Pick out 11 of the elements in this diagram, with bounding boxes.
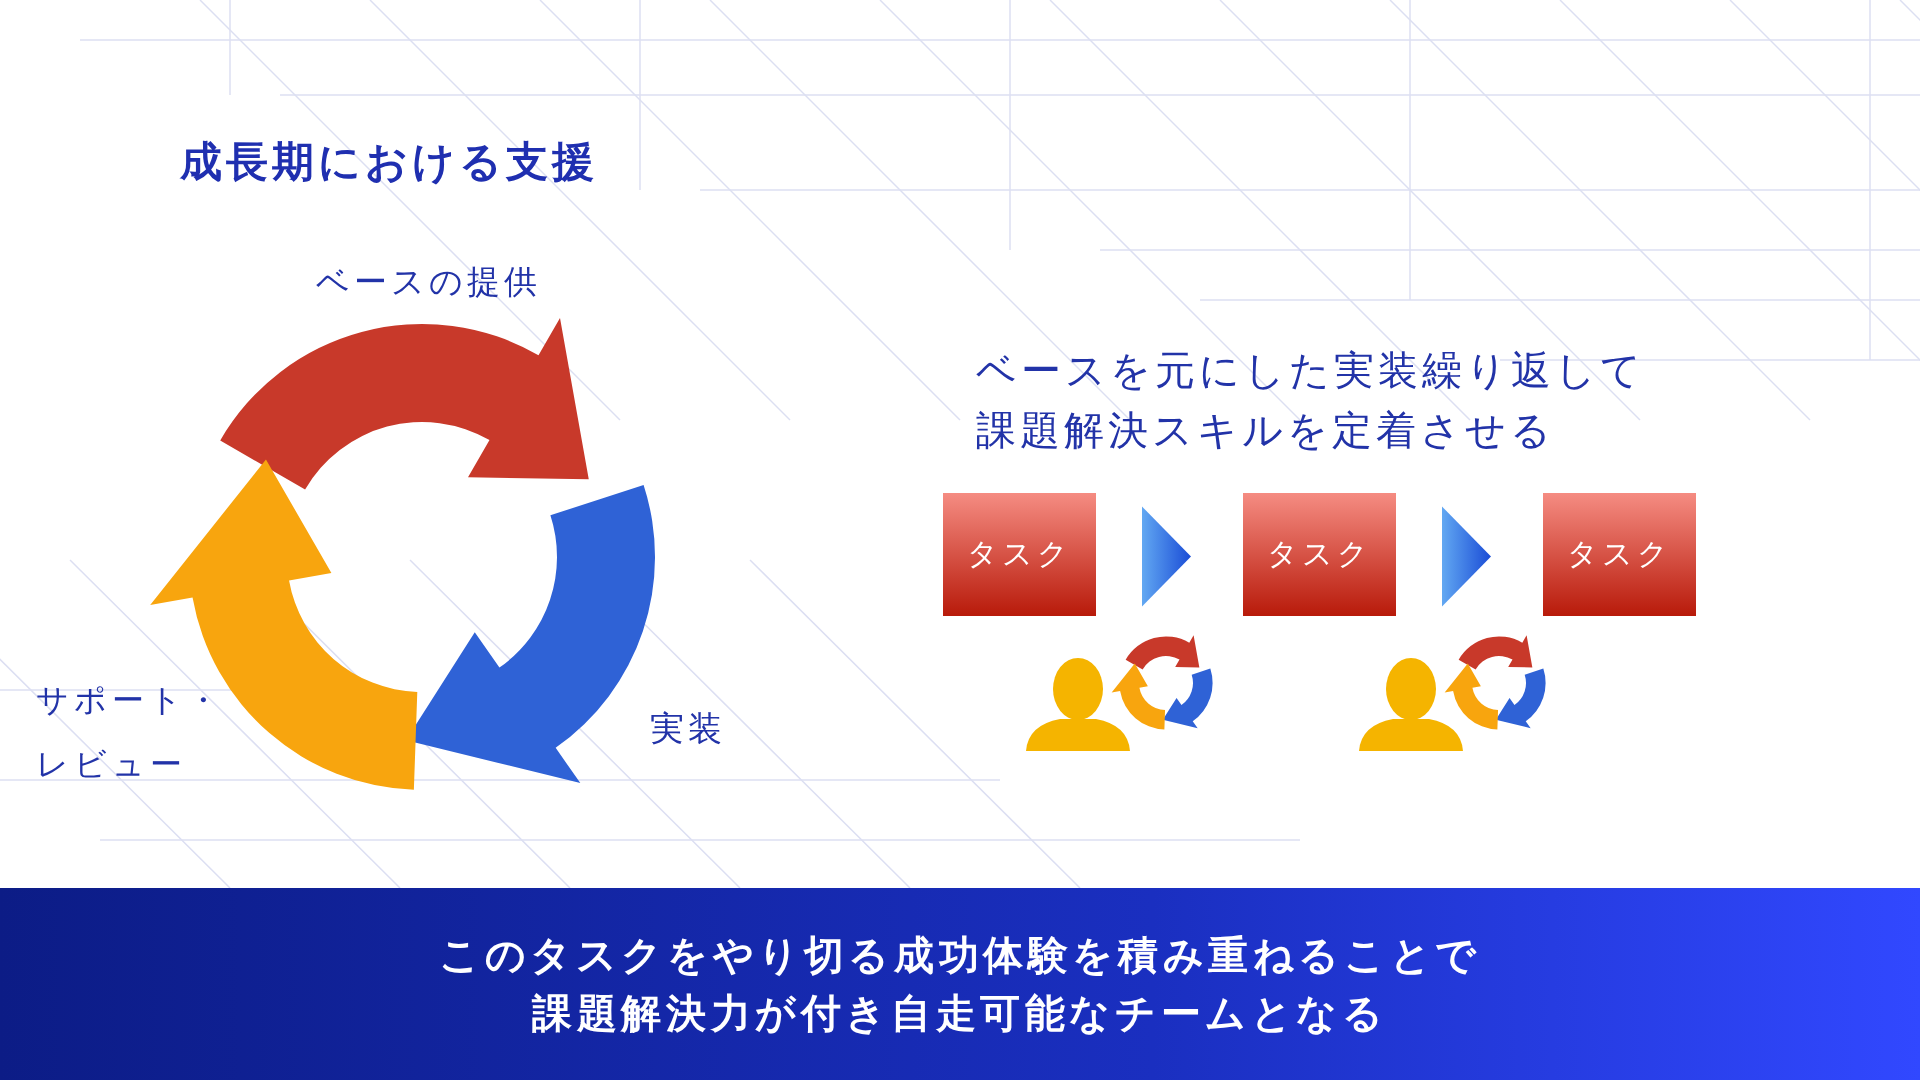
heading-text: ベースを元にした実装繰り返して課題解決スキルを定着させる	[976, 346, 1646, 455]
chevron-arrow	[1142, 506, 1191, 607]
message-banner: このタスクをやり切る成功体験を積み重ねることで課題解決力が付き自走可能なチームとなる	[0, 888, 1920, 1080]
cycle-label: ベースの提供	[316, 261, 541, 303]
chevron-arrow	[1442, 506, 1491, 607]
cycle-label: 実装	[650, 707, 726, 750]
task-box: タスク	[943, 493, 1096, 616]
task-box: タスク	[1243, 493, 1396, 616]
title: 成長期における支援	[180, 136, 598, 188]
cycle-label: サポート・レビュー	[36, 680, 225, 785]
task-box: タスク	[1543, 493, 1696, 616]
